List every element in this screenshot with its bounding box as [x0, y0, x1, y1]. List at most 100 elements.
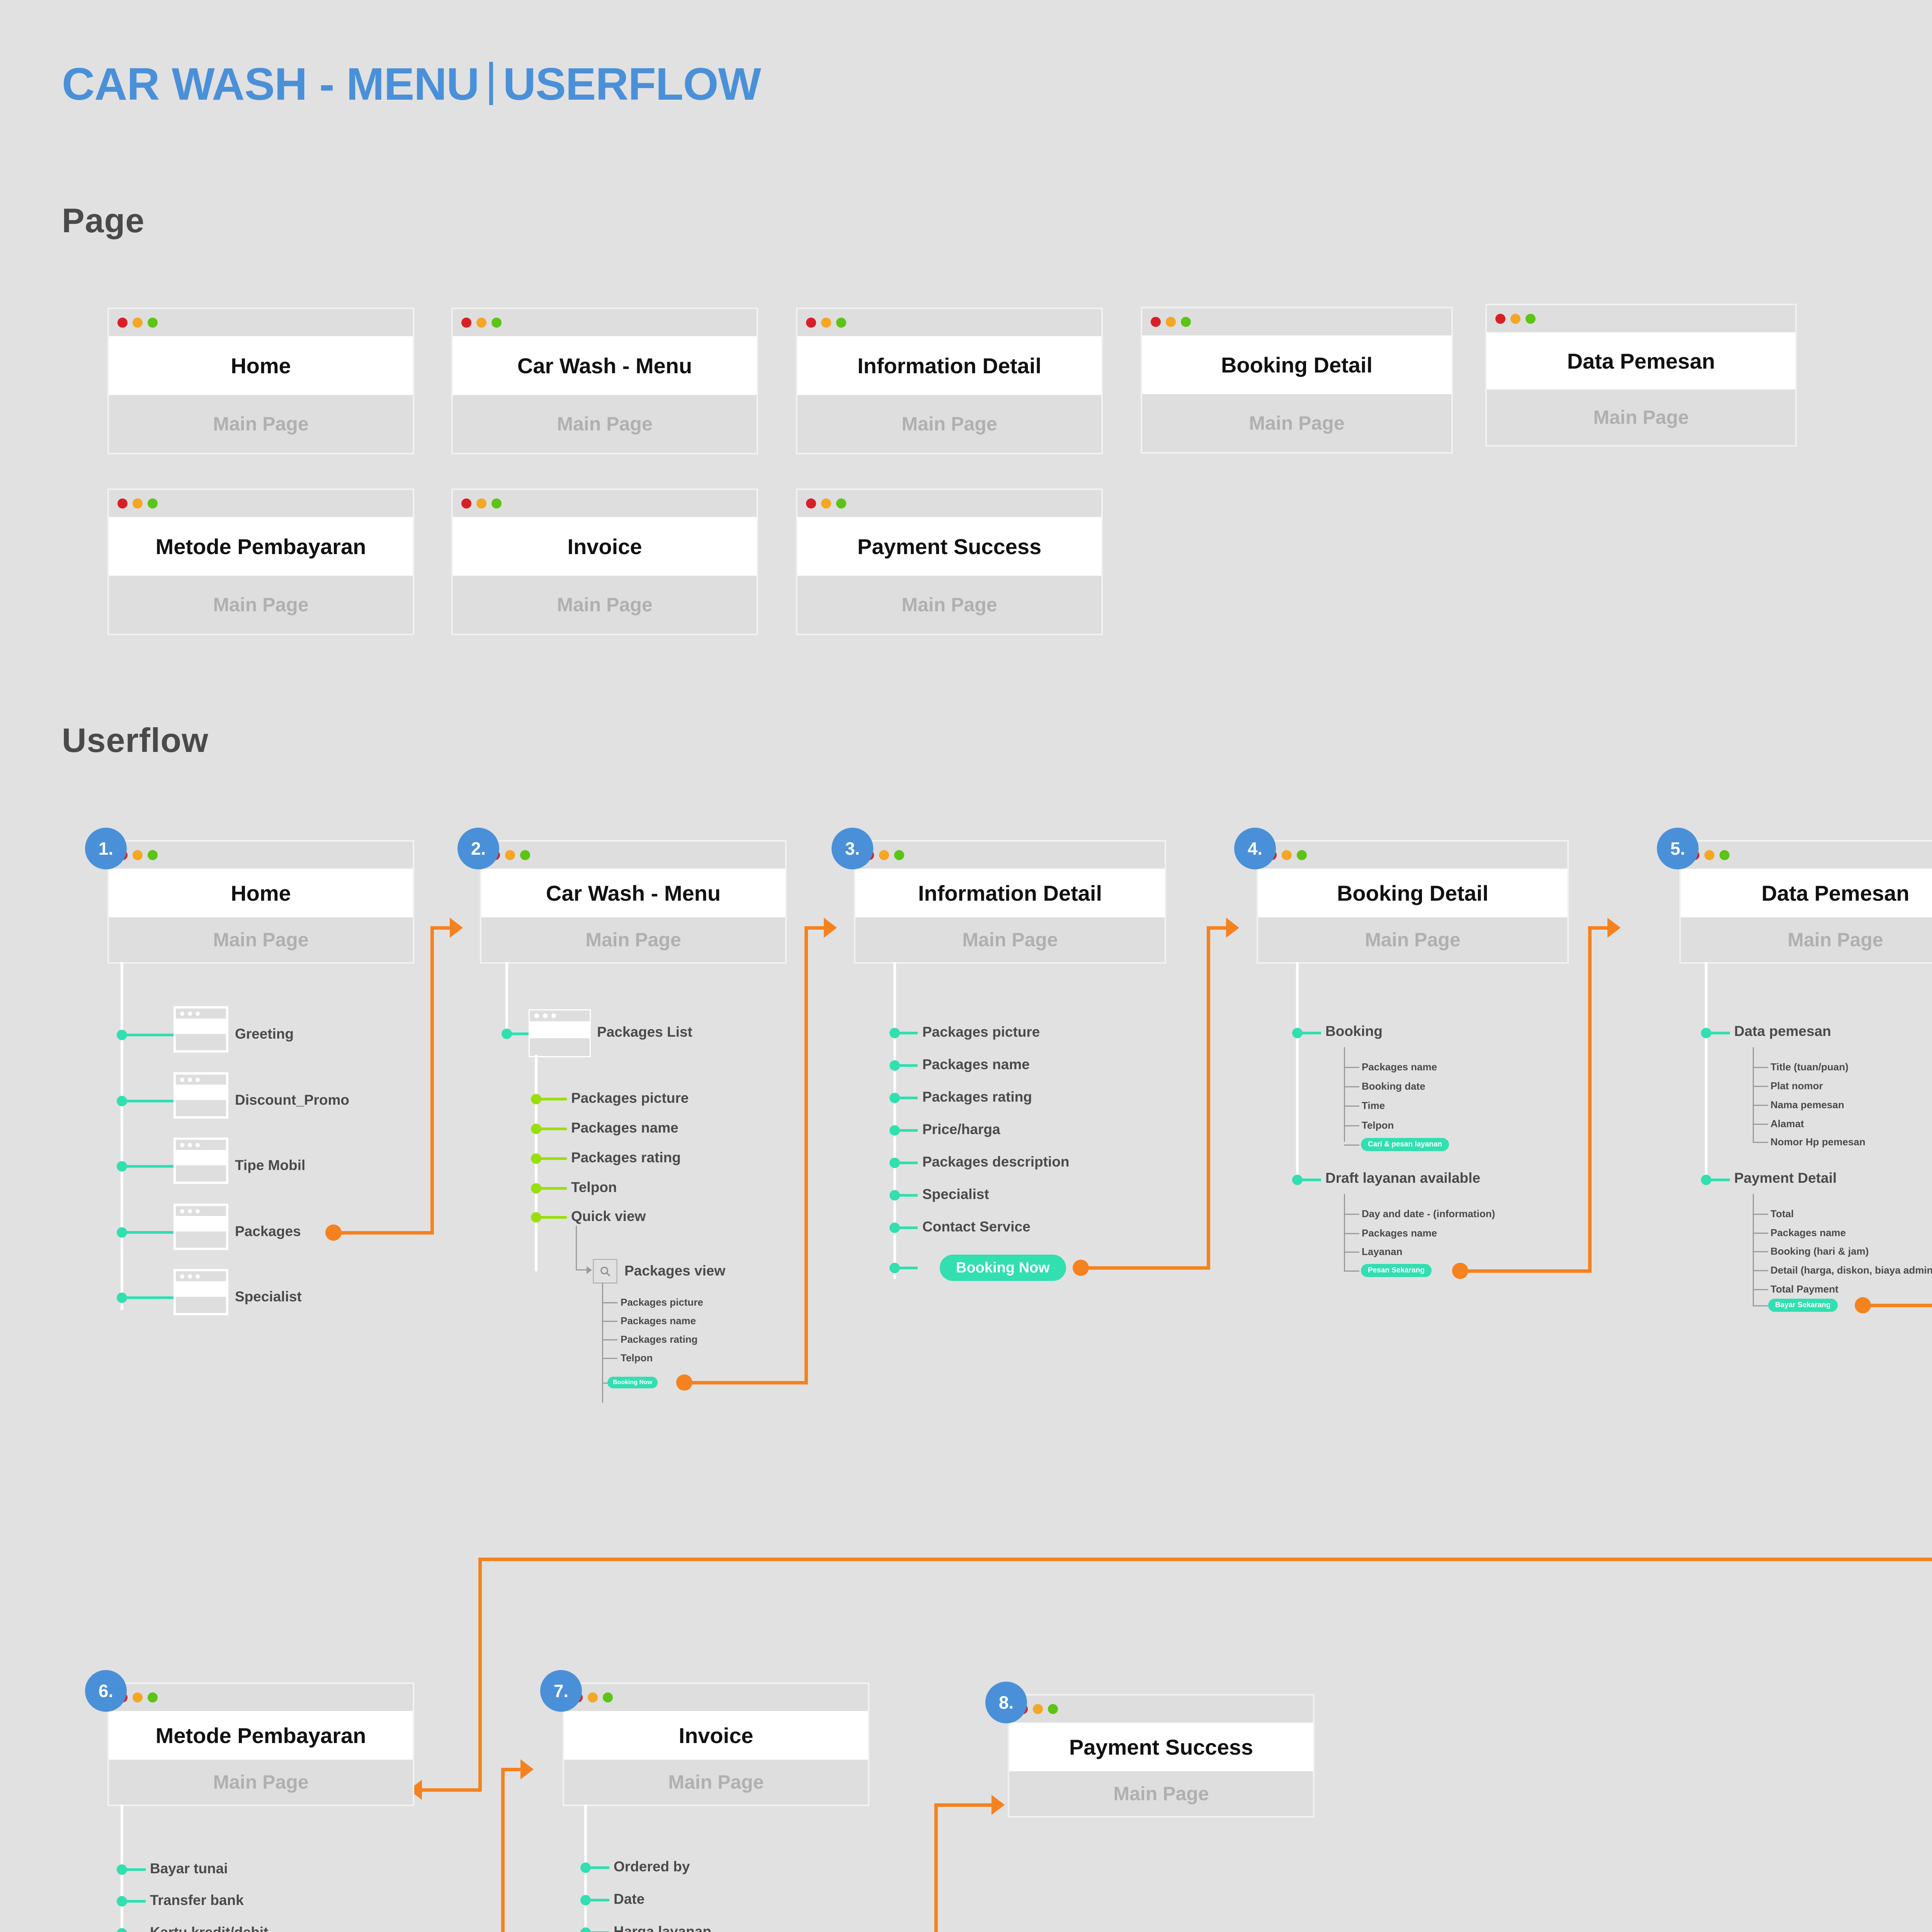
flow-item-label: Packages: [235, 1223, 301, 1239]
flow-step-badge: 1.: [85, 828, 127, 869]
card-footer: Main Page: [855, 916, 1165, 962]
connector-arrow-icon: [1607, 918, 1621, 938]
tree-node-lead: [1706, 1179, 1730, 1181]
maximize-dot-icon: [836, 498, 846, 509]
close-dot-icon: [1495, 314, 1505, 324]
connector-line: [934, 1804, 938, 1932]
maximize-dot-icon: [1048, 1704, 1058, 1714]
tree-node-lead: [585, 1931, 609, 1932]
flow-root-label: Packages List: [597, 1024, 692, 1040]
page-card-title: Information Detail: [857, 353, 1042, 378]
flow-card-booking-detail[interactable]: 4. Booking Detail Main Page: [1234, 828, 1567, 962]
close-dot-icon: [461, 498, 471, 509]
minimize-dot-icon: [133, 1692, 143, 1702]
subtree-spine: [1344, 1194, 1345, 1271]
tree-node-lead: [895, 1226, 918, 1229]
close-dot-icon: [117, 498, 128, 509]
card-footer: Main Page: [564, 1758, 868, 1804]
cari-pesan-layanan-button[interactable]: Cari & pesan layanan: [1361, 1138, 1449, 1151]
tree-node-lead: [536, 1216, 567, 1219]
flow-group-label: Draft layanan available: [1325, 1170, 1481, 1186]
flow-step-badge: 4.: [1234, 828, 1276, 869]
subtree-tick: [1753, 1270, 1768, 1271]
subtree-arrow-icon: [587, 1266, 592, 1274]
tree-node-lead: [122, 1900, 146, 1903]
bayar-sekarang-button[interactable]: Bayar Sekarang: [1768, 1299, 1838, 1312]
page-card-payment-success[interactable]: Payment Success Main Page: [798, 490, 1101, 634]
tree-spine-pemesan: [1705, 962, 1708, 1179]
flow-item-label: Packages picture: [571, 1090, 689, 1106]
page-card-title: Booking Detail: [1221, 352, 1373, 377]
flow-card-title: Invoice: [679, 1723, 753, 1748]
minimize-dot-icon: [133, 318, 143, 328]
connector-line: [421, 1788, 481, 1792]
flow-card-metode-pembayaran[interactable]: 6. Metode Pembayaran Main Page: [85, 1670, 413, 1804]
tree-node-lead: [585, 1866, 609, 1869]
flow-subitem-label: Nama pemesan: [1770, 1099, 1844, 1111]
flow-subitem-label: Packages name: [1362, 1227, 1437, 1239]
card-footer: Main Page: [1142, 393, 1451, 452]
page-card-subtitle: Main Page: [1593, 406, 1689, 428]
flow-card-payment-success[interactable]: 8. Payment Success Main Page: [985, 1682, 1313, 1816]
subtree-tick: [1344, 1233, 1359, 1234]
booking-now-button[interactable]: Booking Now: [607, 1377, 658, 1388]
page-card-invoice[interactable]: Invoice Main Page: [453, 490, 757, 634]
page-card-metode-pembayaran[interactable]: Metode Pembayaran Main Page: [109, 490, 413, 634]
page-card-title: Home: [231, 353, 291, 378]
connector-line: [501, 1769, 505, 1932]
close-dot-icon: [461, 318, 471, 328]
window-titlebar: [1142, 308, 1451, 337]
page-card-car-wash-menu[interactable]: Car Wash - Menu Main Page: [453, 309, 757, 453]
minimize-dot-icon: [133, 498, 143, 509]
flow-card-home[interactable]: 1. Home Main Page: [85, 828, 413, 962]
subtree-tick: [1753, 1233, 1768, 1234]
flow-subitem-label: Plat nomor: [1770, 1080, 1823, 1092]
tree-node-lead: [122, 1165, 176, 1168]
flow-subitem-label: Total Payment: [1770, 1283, 1838, 1295]
subtree-tick: [602, 1302, 617, 1303]
doc-title-right: USERFLOW: [503, 59, 761, 110]
subtree-spine: [1753, 1047, 1754, 1142]
page-card-information-detail[interactable]: Information Detail Main Page: [798, 309, 1101, 453]
thumbnail-window-icon: [175, 1270, 227, 1314]
page-card-subtitle: Main Page: [557, 594, 653, 616]
page-card-data-pemesan[interactable]: Data Pemesan Main Page: [1487, 305, 1795, 445]
flow-window: Home Main Page: [109, 842, 413, 962]
flow-card-car-wash-menu[interactable]: 2. Car Wash - Menu Main Page: [457, 828, 785, 962]
window-titlebar: [1681, 842, 1932, 870]
subtree-tick: [1753, 1124, 1768, 1125]
window-titlebar: [798, 490, 1101, 519]
flow-card-data-pemesan[interactable]: 5. Data Pemesan Main Page: [1657, 828, 1932, 962]
booking-now-button[interactable]: Booking Now: [940, 1255, 1066, 1281]
flow-item-label: Packages rating: [922, 1089, 1032, 1105]
connector-line: [804, 926, 825, 930]
quick-view-child-label: Packages picture: [621, 1296, 703, 1308]
connector-line: [934, 1803, 992, 1807]
card-body: Metode Pembayaran: [109, 1713, 413, 1758]
connector-line: [1207, 927, 1210, 1267]
flow-card-title: Data Pemesan: [1761, 881, 1910, 905]
flow-card-invoice[interactable]: 7. Invoice Main Page: [540, 1670, 868, 1804]
card-footer: Main Page: [798, 393, 1101, 453]
pesan-sekarang-button[interactable]: Pesan Sekarang: [1361, 1264, 1432, 1277]
minimize-dot-icon: [1033, 1704, 1043, 1714]
minimize-dot-icon: [133, 850, 143, 860]
subtree-tick: [1753, 1289, 1768, 1290]
page-card-booking-detail[interactable]: Booking Detail Main Page: [1142, 308, 1451, 452]
flow-window: Booking Detail Main Page: [1258, 842, 1567, 962]
flow-card-information-detail[interactable]: 3. Information Detail Main Page: [832, 828, 1165, 962]
card-body: Metode Pembayaran: [109, 519, 413, 574]
flow-item-label: Packages name: [922, 1056, 1030, 1072]
flow-item-label: Greeting: [235, 1026, 294, 1042]
subtree-tick: [602, 1358, 617, 1359]
maximize-dot-icon: [894, 850, 904, 860]
card-body: Booking Detail: [1258, 870, 1567, 916]
flow-card-subtitle: Main Page: [585, 929, 681, 951]
close-dot-icon: [806, 318, 816, 328]
subtree-tick: [1344, 1145, 1359, 1146]
page-card-home[interactable]: Home Main Page: [109, 309, 413, 453]
maximize-dot-icon: [603, 1692, 613, 1702]
tree-spine-menu: [505, 962, 508, 1036]
flow-window: Car Wash - Menu Main Page: [481, 842, 785, 962]
quick-view-child-label: Packages rating: [621, 1333, 698, 1345]
